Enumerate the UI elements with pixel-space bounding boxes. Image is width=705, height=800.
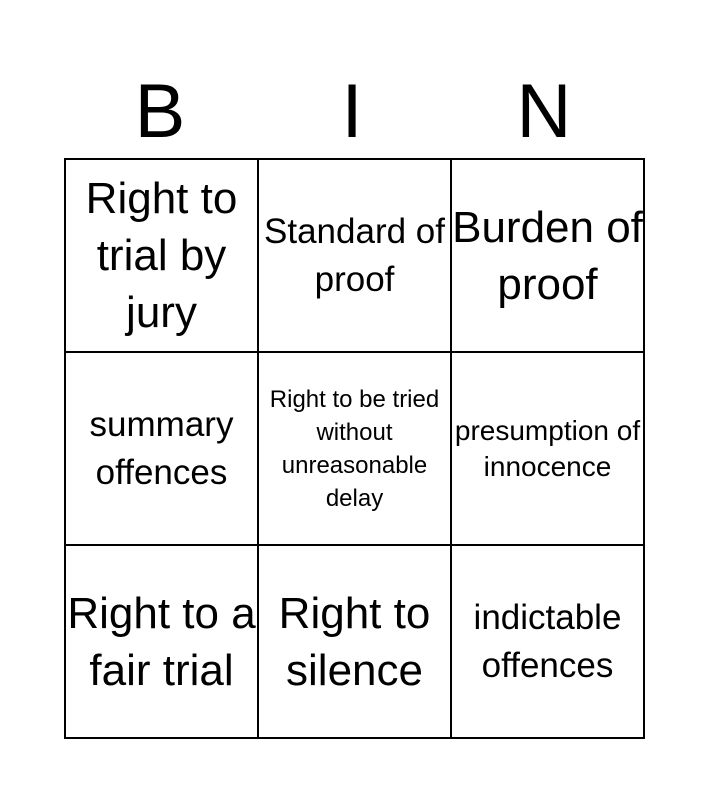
bingo-cell[interactable]: Burden of proof [450, 158, 645, 353]
bingo-cell[interactable]: indictable offences [450, 544, 645, 739]
bingo-cell[interactable]: Standard of proof [257, 158, 452, 353]
header-letter-b: B [134, 69, 186, 154]
header-letter-i: I [341, 69, 363, 154]
bingo-cell[interactable]: Right to trial by jury [64, 158, 259, 353]
bingo-cell[interactable]: presumption of innocence [450, 351, 645, 546]
bingo-cell[interactable]: Right to be tried without unreasonable d… [257, 351, 452, 546]
bingo-card: Right to trial by jury Standard of proof… [64, 158, 645, 739]
bingo-cell[interactable]: Right to a fair trial [64, 544, 259, 739]
bingo-cell[interactable]: summary offences [64, 351, 259, 546]
header-letter-n: N [516, 69, 572, 154]
bingo-cell[interactable]: Right to silence [257, 544, 452, 739]
